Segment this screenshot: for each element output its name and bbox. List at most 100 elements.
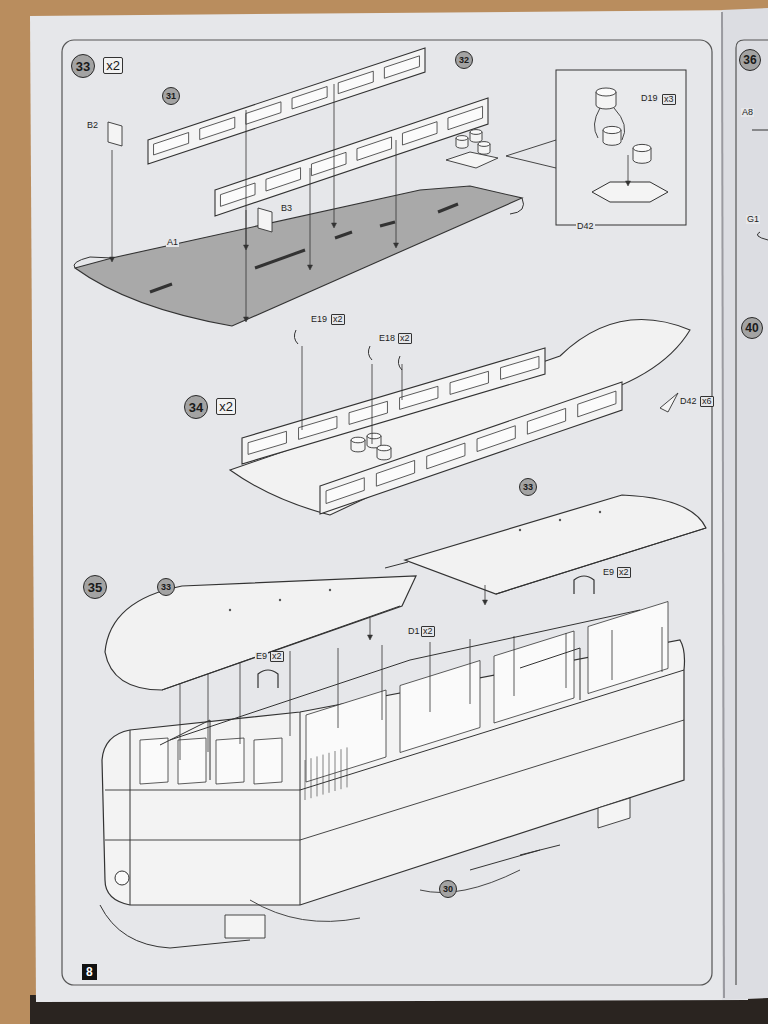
part-outline (594, 108, 624, 140)
leader-line (305, 760, 306, 800)
roof-hole (279, 599, 281, 601)
part-outline (592, 182, 668, 202)
leader-line (396, 140, 397, 244)
part-outline (332, 223, 337, 228)
roof-hole (599, 511, 601, 513)
part-number: B2 (86, 121, 99, 130)
part-outline (470, 130, 482, 135)
node-text: 33 (161, 583, 171, 592)
leader-line (338, 648, 339, 728)
part-outline (598, 798, 630, 828)
leader-line (380, 222, 395, 226)
leader-line (385, 562, 408, 568)
part-outline (483, 600, 488, 605)
part-outline (215, 98, 488, 216)
callout-number: 33 (157, 578, 175, 596)
part-number: E19 (310, 315, 328, 324)
leader-line (566, 633, 567, 688)
frame (62, 40, 712, 985)
callout-number: 36 (739, 49, 761, 71)
part-outline (254, 738, 282, 784)
part-outline (299, 416, 337, 439)
part-outline (148, 48, 425, 164)
part-number: D42 (576, 222, 595, 231)
part-outline (427, 443, 465, 469)
part-outline (75, 186, 522, 326)
part-outline (349, 401, 387, 424)
leader-line (311, 758, 312, 798)
leader-line (302, 346, 303, 430)
part-outline (250, 870, 520, 921)
callout-number: 32 (455, 51, 473, 69)
part-outline (506, 140, 556, 168)
leader-line (329, 753, 330, 793)
leader-line (382, 645, 383, 720)
part-outline (527, 408, 565, 434)
part-number: D42 (679, 397, 698, 406)
leader-line (335, 232, 352, 238)
part-outline (588, 602, 668, 694)
leader-line (662, 627, 663, 672)
part-outline (162, 528, 706, 690)
leader-line (246, 210, 247, 318)
part-outline (292, 87, 327, 109)
part-outline (311, 152, 346, 175)
callout-number: 31 (162, 87, 180, 105)
part-number: E9 (602, 568, 615, 577)
part-outline (216, 738, 244, 784)
part-outline (200, 117, 235, 139)
part-outline (400, 386, 438, 409)
part-number: G1 (746, 215, 760, 224)
leader-line (150, 284, 172, 292)
part-outline (108, 122, 122, 146)
leader-line (112, 150, 113, 258)
leader-line (347, 747, 348, 787)
part-outline (220, 183, 255, 206)
callout-number: 33 (71, 54, 95, 78)
part-number: D1 (407, 627, 421, 636)
line-art (74, 48, 768, 948)
roof-hole (519, 529, 521, 531)
callout-number: 40 (741, 317, 763, 339)
part-outline (105, 720, 684, 840)
part-outline (478, 142, 490, 147)
leader-line (470, 639, 471, 704)
quantity-mark: x2 (331, 314, 345, 325)
part-outline (494, 631, 574, 723)
leader-line (370, 618, 371, 636)
leader-line (514, 636, 515, 696)
node-text: 31 (166, 92, 176, 101)
callout-number: 30 (439, 880, 457, 898)
part-outline (248, 431, 286, 454)
leader-line (323, 755, 324, 795)
part-outline (258, 576, 594, 688)
part-outline (405, 495, 706, 594)
leader-line (317, 756, 318, 796)
part-outline (400, 661, 480, 753)
roof-hole (559, 519, 561, 521)
part-outline (448, 106, 483, 129)
callout-number: 34 (184, 395, 208, 419)
part-outline (384, 56, 419, 78)
quantity-mark: x3 (662, 94, 676, 105)
quantity-mark: x2 (421, 626, 435, 637)
node-text: 30 (443, 885, 453, 894)
leader-line (372, 364, 373, 444)
leader-line (290, 651, 291, 736)
part-outline (603, 126, 621, 133)
leader-line (310, 168, 311, 266)
part-outline (376, 460, 414, 486)
part-outline (258, 208, 272, 232)
roof-hole (329, 589, 331, 591)
leader-line (335, 751, 336, 791)
quantity-box: x2 (103, 57, 123, 74)
part-outline (377, 445, 391, 451)
part-outline (367, 433, 381, 439)
lamp (115, 871, 129, 885)
part-outline (510, 198, 524, 214)
quantity-box: x2 (216, 398, 236, 415)
quantity-mark: x2 (398, 333, 412, 344)
